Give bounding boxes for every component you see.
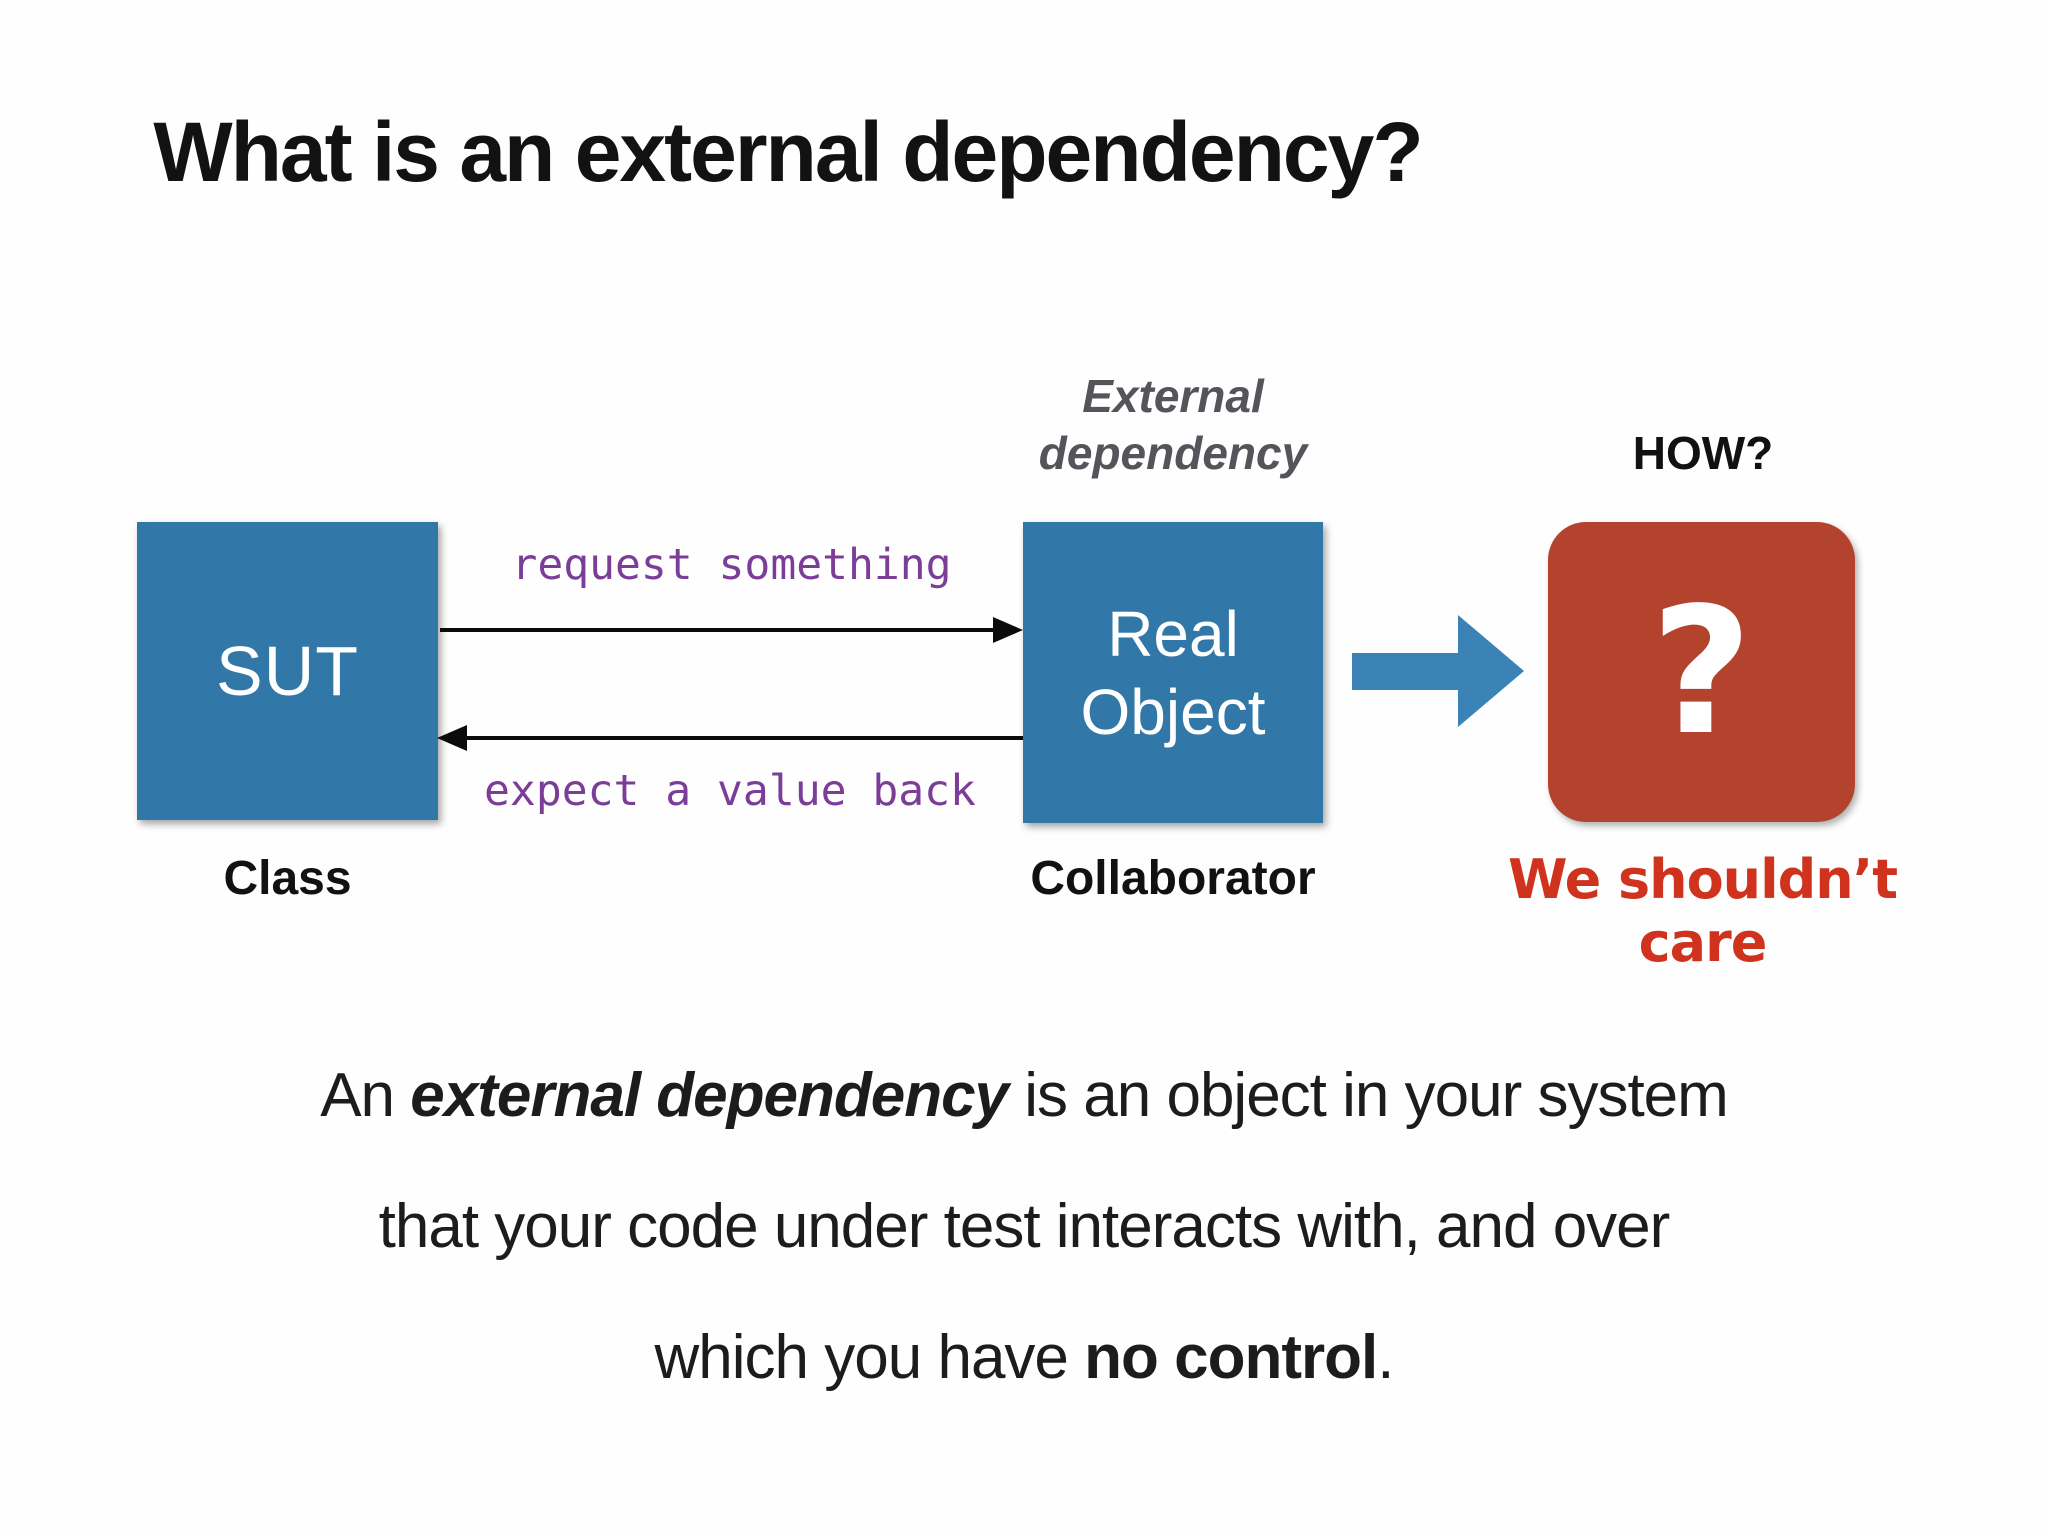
definition-line1: An external dependency is an object in y… xyxy=(320,1061,1729,1130)
sut-box: SUT xyxy=(137,522,438,820)
real-object-box: Real Object xyxy=(1023,522,1323,823)
no-control-emphasis: no control xyxy=(1084,1323,1378,1392)
how-heading: HOW? xyxy=(1632,427,1774,479)
external-dependency-tag-line2: dependency xyxy=(1038,427,1308,479)
response-arrowhead-icon xyxy=(437,725,467,751)
definition-paragraph: An external dependency is an object in y… xyxy=(0,1030,2048,1423)
external-dependency-tag-line1: External xyxy=(1082,370,1264,422)
request-arrow-label: request something xyxy=(511,540,952,590)
response-arrow-label: expect a value back xyxy=(484,766,976,816)
flow-arrow-shaft xyxy=(1352,653,1459,690)
sut-box-label: SUT xyxy=(216,632,359,710)
sut-caption: Class xyxy=(223,852,352,905)
flow-arrow-head-icon xyxy=(1458,615,1524,727)
collaborator-caption: Collaborator xyxy=(1030,852,1316,905)
question-box: ? xyxy=(1548,522,1855,822)
definition-line3: which you have no control. xyxy=(654,1323,1395,1392)
slide-title: What is an external dependency? xyxy=(153,105,1423,199)
request-arrowhead-icon xyxy=(993,617,1023,643)
question-mark-icon: ? xyxy=(1650,570,1753,774)
definition-line2: that your code under test interacts with… xyxy=(378,1192,1671,1261)
real-object-label-line1: Real xyxy=(1107,597,1239,670)
response-arrow-line xyxy=(463,736,1023,740)
real-object-label-line2: Object xyxy=(1080,675,1266,748)
external-dependency-tag: External dependency xyxy=(973,368,1373,482)
we-shouldnt-care-caption: We shouldn’t care xyxy=(1507,848,1898,974)
request-arrow-line xyxy=(440,628,996,632)
external-dependency-emphasis: external dependency xyxy=(410,1061,1009,1130)
